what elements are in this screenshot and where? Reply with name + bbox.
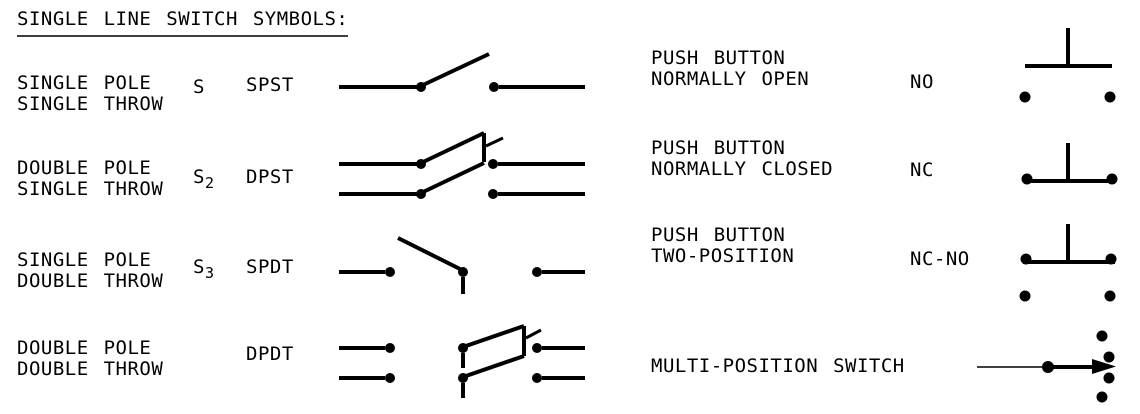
abbr-dpdt: DPDT (246, 343, 294, 365)
label-pb-no: PUSH BUTTON NORMALLY OPEN (651, 48, 809, 90)
label-dpst-line2: SINGLE THROW (17, 178, 164, 200)
code-pb-nc: NC (910, 159, 934, 181)
label-multi-position-switch: MULTI-POSITION SWITCH (651, 355, 905, 377)
label-pb-nc-line2: NORMALLY CLOSED (651, 158, 834, 180)
label-pb-two-position: PUSH BUTTON TWO-POSITION (651, 225, 794, 267)
abbr-spst: SPST (246, 74, 294, 96)
label-pb-two-position-line2: TWO-POSITION (651, 245, 795, 267)
dpdt-switch-icon (339, 324, 585, 398)
multi-position-switch-icon (977, 330, 1116, 403)
designator-spdt-base: S (193, 256, 205, 278)
spdt-switch-icon (339, 236, 585, 294)
designator-dpst: S2 (193, 167, 214, 194)
designator-spdt: S3 (193, 257, 214, 284)
code-pb-no: NO (910, 71, 934, 93)
abbr-dpst: DPST (246, 166, 294, 188)
label-dpdt-line1: DOUBLE POLE (17, 337, 152, 359)
label-pb-nc: PUSH BUTTON NORMALLY CLOSED (651, 138, 833, 180)
push-button-normally-closed-icon (1021, 143, 1118, 185)
dpst-switch-icon (339, 131, 585, 199)
push-button-two-position-icon (1019, 224, 1117, 302)
page-title: SINGLE LINE SWITCH SYMBOLS: (17, 9, 349, 37)
label-spdt-line1: SINGLE POLE (17, 249, 152, 271)
label-dpdt-line2: DOUBLE THROW (17, 358, 164, 380)
designator-spst: S (193, 77, 205, 104)
designator-dpst-base: S (193, 166, 205, 188)
designator-spst-base: S (193, 76, 205, 98)
label-spdt-line2: DOUBLE THROW (17, 270, 164, 292)
designator-spdt-sub: 3 (204, 264, 214, 282)
label-dpdt: DOUBLE POLE DOUBLE THROW (17, 338, 163, 380)
label-spdt: SINGLE POLE DOUBLE THROW (17, 250, 163, 292)
abbr-spdt: SPDT (246, 256, 294, 278)
label-spst-line1: SINGLE POLE (17, 72, 152, 94)
label-spst: SINGLE POLE SINGLE THROW (17, 73, 163, 115)
label-pb-nc-line1: PUSH BUTTON (651, 137, 786, 159)
push-button-normally-open-icon (1019, 28, 1116, 103)
label-pb-no-line1: PUSH BUTTON (651, 47, 786, 69)
label-pb-two-position-line1: PUSH BUTTON (651, 224, 786, 246)
label-spst-line2: SINGLE THROW (17, 93, 164, 115)
label-dpst-line1: DOUBLE POLE (17, 157, 152, 179)
spst-switch-icon (339, 52, 585, 92)
label-dpst: DOUBLE POLE SINGLE THROW (17, 158, 163, 200)
label-pb-no-line2: NORMALLY OPEN (651, 68, 810, 90)
code-pb-two-position: NC-NO (910, 248, 970, 270)
designator-dpst-sub: 2 (204, 174, 214, 192)
